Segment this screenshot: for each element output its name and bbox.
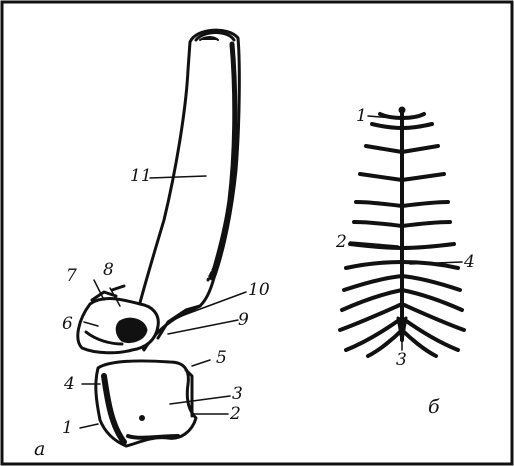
label-a-10: 10: [248, 282, 270, 299]
sternum-illustration: [340, 107, 464, 356]
panel-a-label: a: [34, 440, 45, 459]
label-b-3: 3: [396, 352, 407, 369]
label-a-4: 4: [64, 376, 75, 393]
label-b-4: 4: [464, 254, 475, 271]
xiphoid-process: [398, 318, 406, 340]
label-a-2: 2: [230, 406, 241, 423]
label-a-11: 11: [130, 168, 152, 185]
rib-shaft: [134, 30, 239, 350]
left-ribs: [340, 114, 402, 356]
label-b-2: 2: [336, 234, 347, 251]
rib-illustration: [78, 30, 246, 446]
label-a-5: 5: [216, 350, 227, 367]
panel-b-label: б: [428, 398, 440, 417]
label-b-1: 1: [356, 108, 367, 125]
label-a-3: 3: [232, 386, 243, 403]
label-a-9: 9: [238, 312, 249, 329]
label-a-6: 6: [62, 316, 73, 333]
label-a-1: 1: [62, 420, 73, 437]
right-ribs: [402, 114, 464, 356]
label-a-8: 8: [103, 262, 114, 279]
label-a-7: 7: [66, 268, 77, 285]
